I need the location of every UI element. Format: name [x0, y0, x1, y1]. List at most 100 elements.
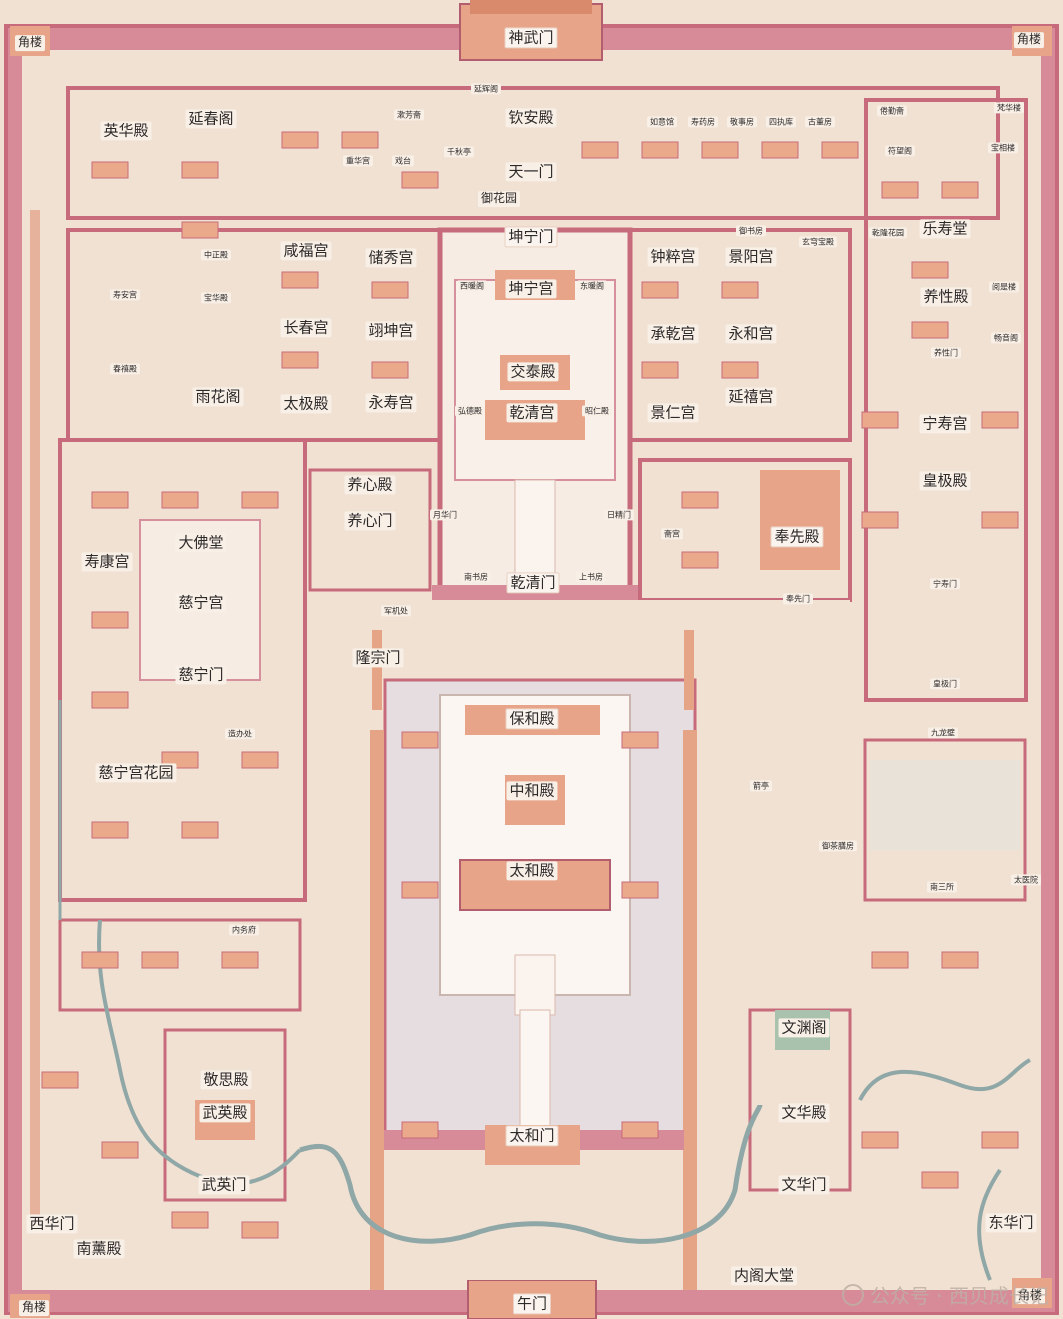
wechat-icon [841, 1283, 864, 1306]
pavilion-roof [861, 411, 899, 429]
label-taiyiyuan: 太医院 [1011, 874, 1041, 886]
label-juanqinzhai: 倦勤斋 [877, 105, 907, 117]
label-fengxianmen: 奉先门 [783, 593, 813, 605]
pavilion-roof [581, 141, 619, 159]
label-shouangong: 寿安宫 [110, 289, 140, 301]
label-jiaolou-ne: 角楼 [1013, 32, 1045, 48]
label-yongshougong: 永寿宫 [365, 393, 417, 413]
label-yangxingmen: 养性门 [931, 347, 961, 359]
label-changyinge: 畅音阁 [991, 332, 1021, 344]
label-ningshougong: 宁寿宫 [919, 414, 971, 434]
label-yuhuage: 雨花阁 [192, 387, 244, 407]
east-wall [1041, 28, 1055, 1311]
pavilion-roof [941, 951, 979, 969]
pavilion-roof [911, 261, 949, 279]
label-jingrengong: 景仁宫 [647, 403, 699, 423]
pavilion-roof [81, 951, 119, 969]
label-jingshifang: 敬事房 [727, 116, 757, 128]
label-jiaotaidian: 交泰殿 [507, 362, 559, 382]
pavilion-roof [721, 361, 759, 379]
label-dongnuange: 东暖阁 [577, 280, 607, 292]
label-yangxinmen: 养心门 [344, 511, 396, 531]
pavilion-roof [281, 131, 319, 149]
label-donghuamen: 东华门 [985, 1213, 1037, 1233]
label-dafotang: 大佛堂 [175, 533, 227, 553]
pavilion-roof [181, 221, 219, 239]
pavilion-roof [681, 491, 719, 509]
label-jiulongbi: 九龙壁 [928, 727, 958, 739]
pavilion-roof [221, 951, 259, 969]
label-zhaigong: 斋宫 [661, 528, 683, 540]
label-jingsidian: 敬思殿 [200, 1070, 252, 1090]
label-fengxiandian: 奉先殿 [770, 526, 824, 548]
label-qinandian: 钦安殿 [505, 108, 557, 128]
label-xinuange: 西暖阁 [457, 280, 487, 292]
label-qianqiuting: 千秋亭 [444, 146, 474, 158]
label-shufangzhai: 漱芳斋 [394, 109, 424, 121]
pavilion-roof [641, 281, 679, 299]
pavilion-roof [981, 411, 1019, 429]
label-tianyimen: 天一门 [505, 162, 557, 182]
label-chonghuagong: 重华宫 [343, 155, 373, 167]
label-shoukanggong: 寿康宫 [81, 552, 133, 572]
label-qianqinggong: 乾清宫 [506, 403, 558, 423]
label-yanhuige: 延辉阁 [471, 83, 501, 95]
label-ciningmen: 慈宁门 [175, 665, 227, 685]
label-yangxindian: 养心殿 [344, 475, 396, 495]
label-ciningguonghuayuan: 慈宁宫花园 [95, 763, 177, 783]
pavilion-roof [761, 141, 799, 159]
label-xuanqiongbaodian: 玄穹宝殿 [799, 236, 837, 248]
label-chunxidian: 春禧殿 [110, 363, 140, 375]
west-wall [8, 28, 22, 1311]
pavilion-roof [371, 361, 409, 379]
pavilion-roof [401, 171, 439, 189]
pavilion-roof [621, 881, 659, 899]
pavilion-roof [401, 881, 439, 899]
label-zhaorendian: 昭仁殿 [582, 405, 612, 417]
pavilion-roof [241, 1221, 279, 1239]
label-chuxiugong: 储秀宫 [365, 248, 417, 268]
pavilion-roof [91, 161, 129, 179]
label-jianting: 箭亭 [750, 780, 772, 792]
pavilion-roof [861, 1131, 899, 1149]
pavilion-roof [861, 511, 899, 529]
label-ningshoumen: 宁寿门 [930, 578, 960, 590]
label-junjichu: 军机处 [381, 605, 411, 617]
label-wenyuange: 文渊阁 [778, 1018, 830, 1038]
label-qianqingmen: 乾清门 [506, 572, 560, 594]
pavilion-roof [681, 551, 719, 569]
label-zhonghedian: 中和殿 [506, 781, 558, 801]
label-yanxigong: 延禧宫 [725, 387, 777, 407]
label-fanhualou: 梵华楼 [994, 102, 1024, 114]
pavilion-roof [721, 281, 759, 299]
label-chengqiangong: 承乾宫 [647, 324, 699, 344]
label-wumen: 午门 [512, 1293, 552, 1315]
label-baohedian: 保和殿 [505, 708, 559, 730]
label-shenwumen: 神武门 [504, 27, 558, 49]
label-zhongcuigong: 钟粹宫 [647, 247, 699, 267]
pavilion-roof [281, 351, 319, 369]
label-baohuadian: 宝华殿 [201, 292, 231, 304]
label-neiwufu: 内务府 [229, 924, 259, 936]
pavilion-roof [641, 141, 679, 159]
label-kunningmen: 坤宁门 [504, 226, 558, 248]
label-yushufang: 御书房 [736, 225, 766, 237]
label-changchungong: 长春宫 [280, 318, 332, 338]
label-xianfugong: 咸福宫 [280, 241, 332, 261]
pavilion-roof [981, 1131, 1019, 1149]
label-kunninggong: 坤宁宫 [505, 279, 557, 299]
label-hongdedian: 弘德殿 [455, 405, 485, 417]
pavilion-roof [701, 141, 739, 159]
pavilion-roof [91, 821, 129, 839]
pavilion-roof [341, 131, 379, 149]
label-huangjidian: 皇极殿 [919, 471, 971, 491]
label-taihedian: 太和殿 [506, 861, 558, 881]
label-wuyingdian: 武英殿 [199, 1103, 251, 1123]
label-neigedatang: 内阁大堂 [730, 1266, 798, 1286]
label-longzongmen: 隆宗门 [352, 648, 404, 668]
label-shangshufang: 上书房 [576, 571, 606, 583]
label-qianlonghuayuan: 乾隆花园 [869, 227, 907, 239]
pavilion-roof [401, 731, 439, 749]
pavilion-roof [91, 491, 129, 509]
pavilion-roof [871, 951, 909, 969]
